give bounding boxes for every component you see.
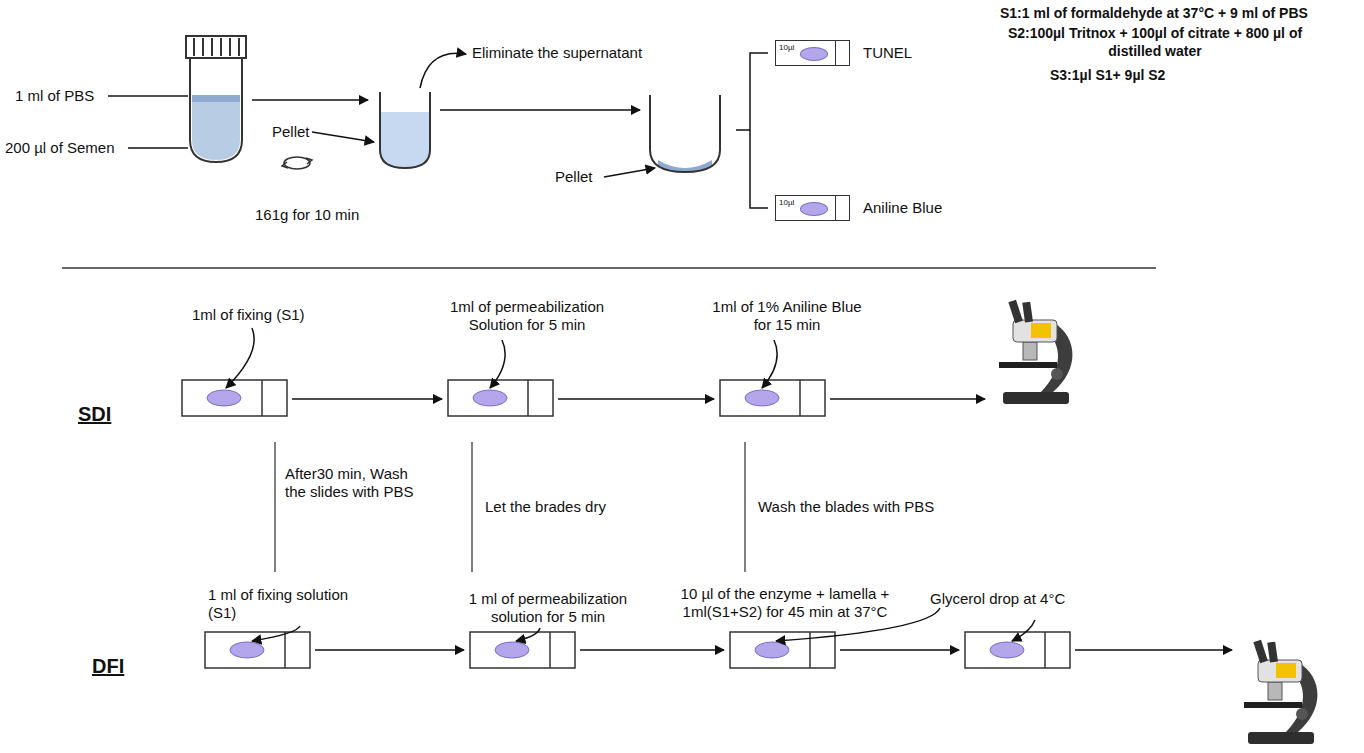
divider-line [744, 442, 746, 572]
slide [720, 380, 825, 416]
annotation-label: 1ml of fixing (S1) [192, 306, 305, 324]
annotation-label: S1:1 ml of formaldehyde at 37°C + 9 ml o… [1000, 4, 1308, 22]
annotation-label: 1ml of permeabilization Solution for 5 m… [432, 298, 622, 334]
slide-label-area [835, 196, 836, 220]
pointer-arrow [312, 132, 374, 142]
annotation-label: After30 min, Wash the slides with PBS [285, 465, 425, 501]
microscope [1244, 640, 1318, 744]
annotation-label: 1 ml of fixing solution (S1) [208, 586, 368, 622]
annotation-label: 161g for 10 min [255, 206, 359, 224]
row-title: DFI [92, 654, 124, 678]
pellet-tube [650, 95, 720, 172]
test-tube [190, 58, 242, 162]
flow-arrow [440, 109, 640, 111]
annotation-label: Let the brades dry [485, 498, 606, 516]
slide-node: 10µlAniline Blue [775, 195, 850, 221]
volume-label: 10µl [779, 43, 794, 52]
slide-node: 10µlTUNEL [775, 40, 850, 66]
tube-cap [186, 36, 246, 58]
divider-line [471, 442, 473, 572]
assay-name: Aniline Blue [863, 199, 942, 217]
divider-line [274, 442, 276, 572]
slide [448, 380, 553, 416]
annotation-label: Pellet [272, 123, 310, 141]
annotation-label: 1ml of 1% Aniline Blue for 15 min [712, 298, 862, 334]
separator [62, 267, 1156, 269]
leader-line [128, 147, 188, 149]
split-bracket [736, 53, 768, 208]
annotation-label: 10 µl of the enzyme + lamella + 1ml(S1+S… [640, 585, 930, 621]
centrifuge-tube [380, 92, 430, 168]
discard-arrow [420, 53, 466, 88]
tube-liquid [192, 95, 240, 160]
annotation-label: 1 ml of permeabilization solution for 5 … [458, 590, 638, 626]
slide [182, 380, 287, 416]
annotation-label: Pellet [555, 168, 593, 186]
leader-line [108, 95, 188, 97]
pointer-arrow [604, 168, 655, 177]
annotation-label: S3:1µl S1+ 9µl S2 [1050, 66, 1165, 84]
annotation-label: Glycerol drop at 4°C [930, 590, 1065, 608]
assay-name: TUNEL [863, 44, 912, 62]
annotation-label: Wash the blades with PBS [758, 498, 934, 516]
sample-drop [800, 47, 828, 61]
slide [470, 632, 575, 668]
annotation-label: Eliminate the supernatant [472, 44, 642, 62]
flow-arrow [252, 99, 368, 101]
row-title: SDI [78, 402, 111, 426]
annotation-label: 1 ml of PBS [15, 87, 94, 105]
sample-drop [800, 202, 828, 216]
annotation-label: 200 µl of Semen [5, 139, 115, 157]
slide-label-area [835, 41, 836, 65]
slide [205, 632, 310, 668]
annotation-label: S2:100µl Tritnox + 100µl of citrate + 80… [985, 24, 1325, 60]
volume-label: 10µl [779, 198, 794, 207]
microscope [999, 300, 1073, 404]
